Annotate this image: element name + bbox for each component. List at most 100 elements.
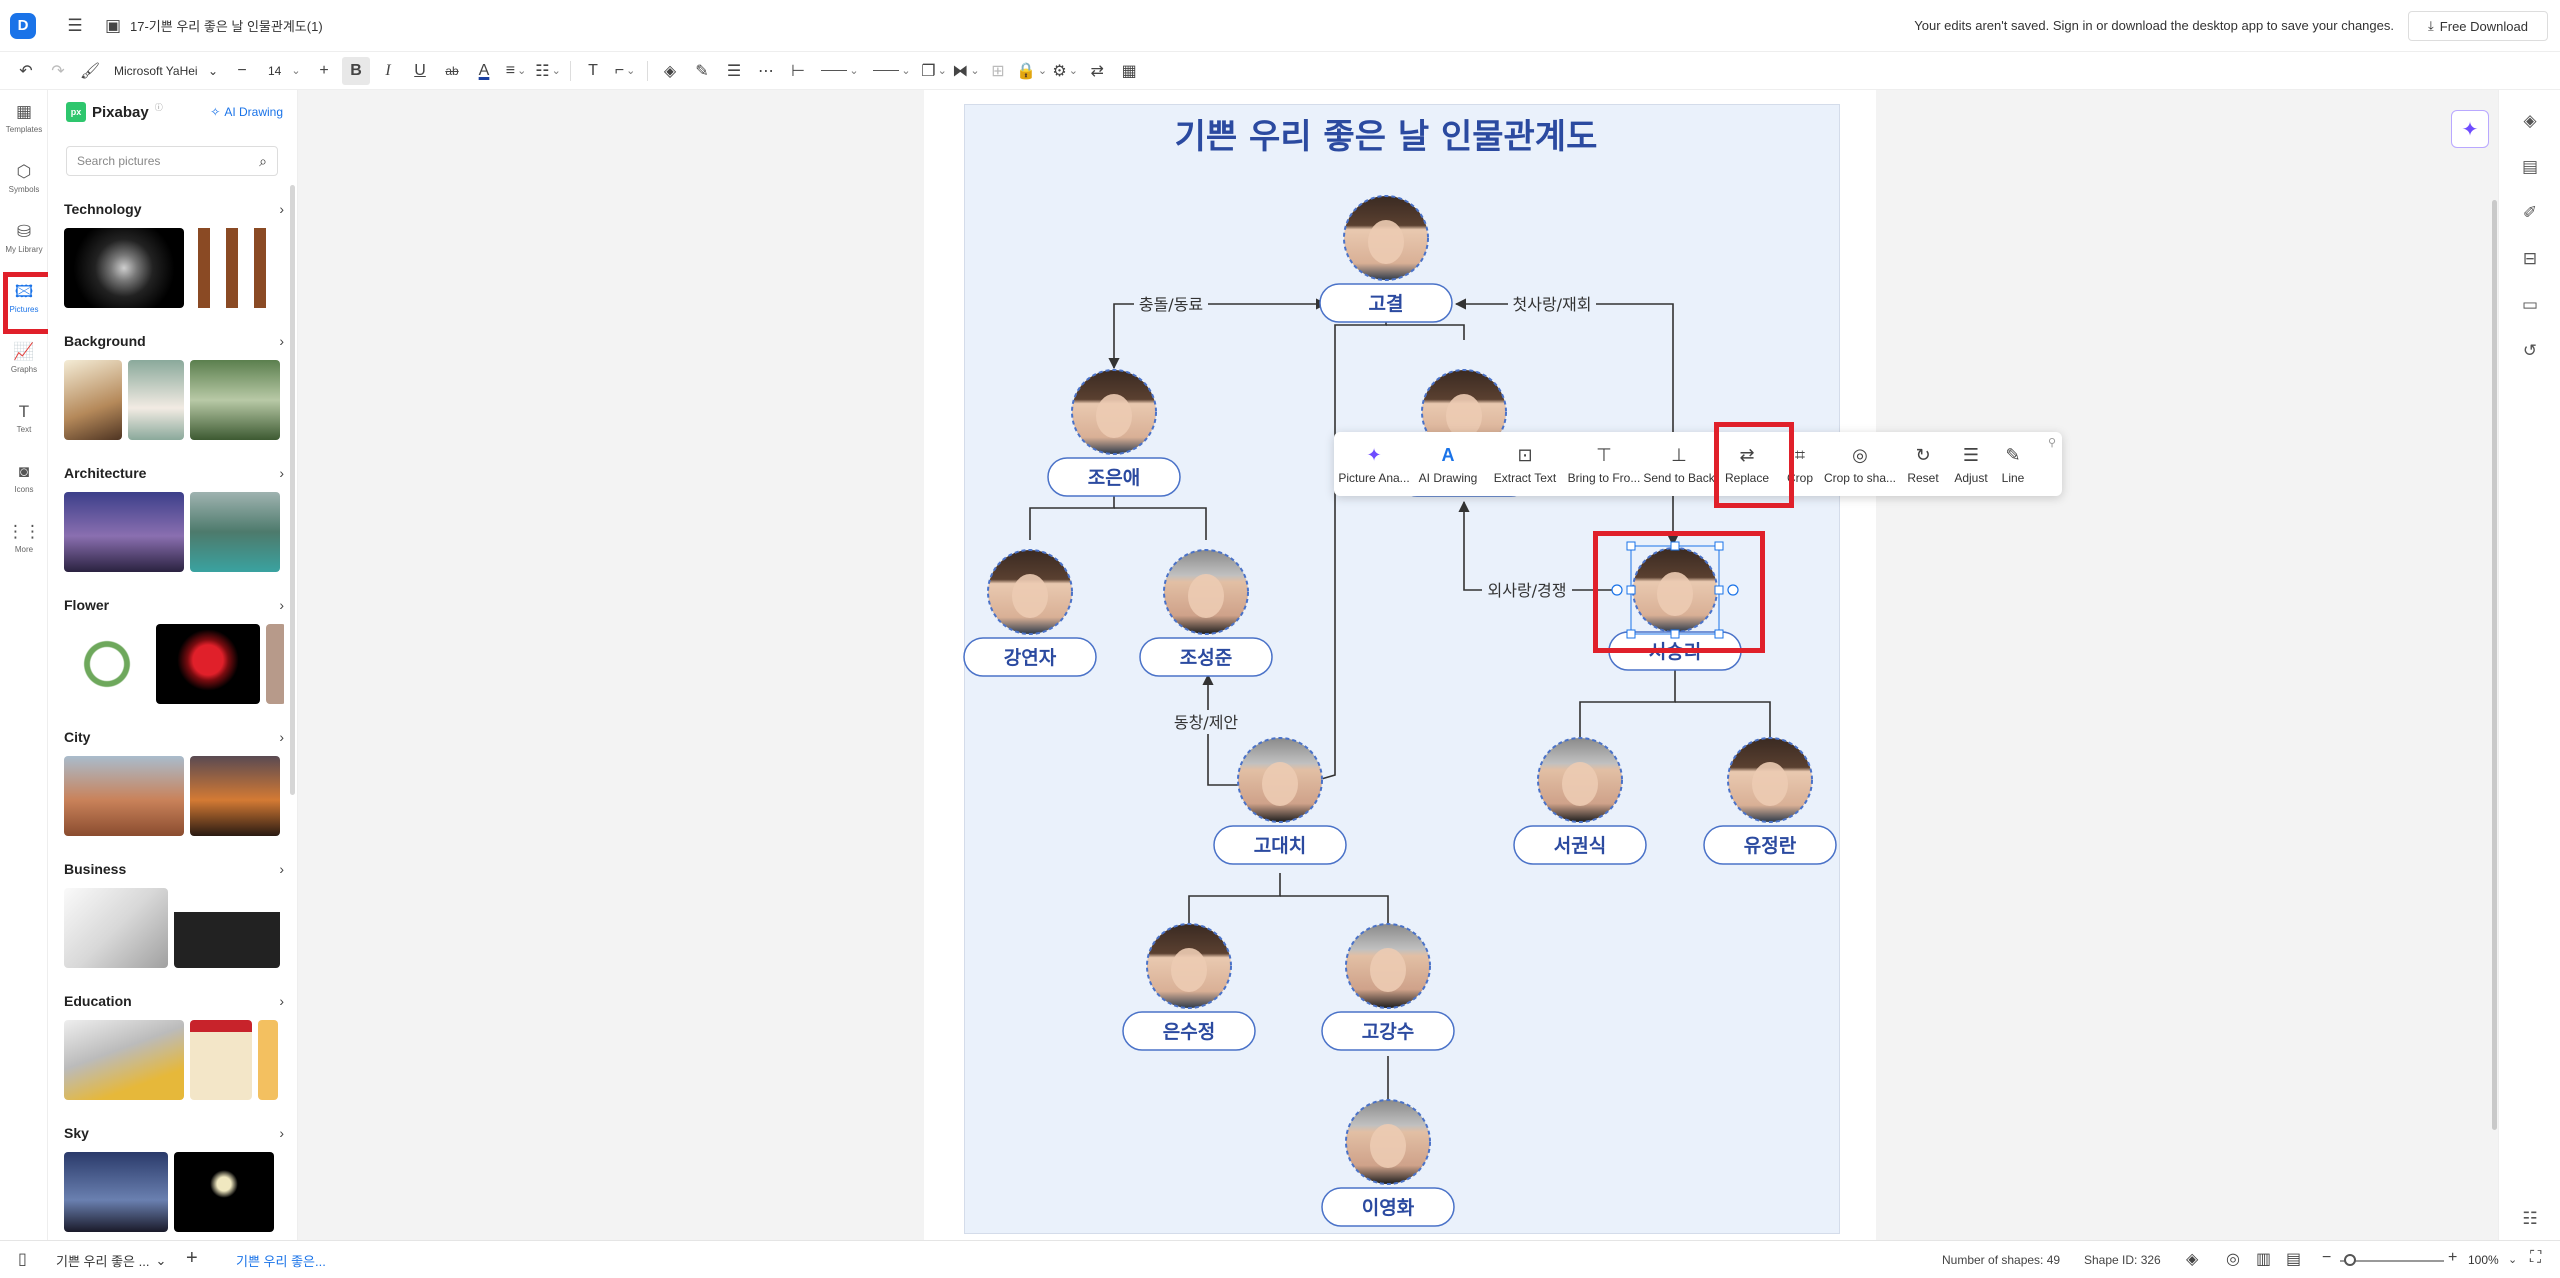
bold-icon[interactable]: B xyxy=(342,56,370,85)
person-node-gogangsu[interactable]: 고강수 xyxy=(1321,923,1455,1051)
strikethrough-icon[interactable]: ab xyxy=(445,63,459,78)
flip-icon[interactable]: ⧓ xyxy=(952,57,980,85)
settings-sliders-icon[interactable]: ☷ xyxy=(2522,1209,2538,1228)
person-node-gangyeonja[interactable]: 강연자 xyxy=(963,549,1097,677)
canvas-area[interactable]: 기쁜 우리 좋은 날 인물관계도 충돌/동료 첫사랑/재회 외사랑/경쟁 동창/ xyxy=(298,90,2498,1240)
picture-thumbnail[interactable] xyxy=(190,492,280,572)
italic-icon[interactable]: I xyxy=(385,61,391,79)
font-size-select[interactable]: 14 ⌄ xyxy=(260,58,306,84)
rail-templates[interactable]: ▦ Templates xyxy=(0,90,48,146)
search-pictures-input[interactable] xyxy=(77,154,260,168)
resize-handle[interactable] xyxy=(1670,629,1680,639)
lock-icon[interactable]: 🔒 xyxy=(1016,57,1047,85)
name-label-box[interactable] xyxy=(1513,825,1647,865)
category-header[interactable]: Sky › xyxy=(64,1122,284,1144)
picture-thumbnail[interactable] xyxy=(174,888,280,968)
chevron-right-icon[interactable]: › xyxy=(279,201,284,217)
picture-thumbnail[interactable] xyxy=(64,888,168,968)
name-label-box[interactable] xyxy=(963,637,1097,677)
shadow-icon[interactable]: ❐ xyxy=(920,57,948,85)
menu-icon[interactable]: ☰ xyxy=(67,15,83,35)
send-to-back-button[interactable]: ⊥ Send to Back xyxy=(1644,436,1714,492)
line-button[interactable]: ✎ Line xyxy=(1996,436,2030,492)
undo-icon[interactable]: ↶ xyxy=(19,62,33,80)
connector-seoseungri-yujeongran[interactable] xyxy=(1675,701,1771,740)
name-label-box[interactable] xyxy=(1047,457,1181,497)
person-node-joseongjun[interactable]: 조성준 xyxy=(1139,549,1273,677)
zoom-slider-handle[interactable] xyxy=(2344,1254,2356,1266)
document-title[interactable]: 17-기쁜 우리 좋은 날 인물관계도(1) xyxy=(130,19,323,34)
line-weight-icon[interactable]: ☰ xyxy=(726,62,742,80)
name-label-box[interactable] xyxy=(1122,1011,1256,1051)
person-name[interactable]: 강연자 xyxy=(1004,647,1057,669)
name-label-box[interactable] xyxy=(1321,1011,1455,1051)
name-label-box[interactable] xyxy=(1321,1187,1455,1227)
connector-gogyeol-godaechi[interactable] xyxy=(1296,312,1387,786)
person-node-gogyeol[interactable]: 고결 xyxy=(1319,195,1453,323)
group-icon[interactable]: ⊞ xyxy=(991,62,1005,80)
connector-icon[interactable]: ⌐ xyxy=(611,57,639,85)
zoom-in-icon[interactable]: + xyxy=(2448,1249,2458,1266)
pin-icon[interactable]: ⚲ xyxy=(2047,437,2056,449)
resize-handle[interactable] xyxy=(1714,629,1724,639)
chevron-right-icon[interactable]: › xyxy=(279,1125,284,1141)
dash-style-icon[interactable]: ⋯ xyxy=(758,62,774,80)
zoom-slider[interactable] xyxy=(2340,1260,2444,1262)
resize-handle[interactable] xyxy=(1626,541,1636,551)
ai-drawing-link[interactable]: ✧ AI Drawing xyxy=(210,105,283,119)
picture-thumbnail[interactable] xyxy=(64,1152,168,1232)
begin-arrow-select[interactable] xyxy=(816,58,864,84)
person-name[interactable]: 고강수 xyxy=(1362,1021,1414,1043)
replace-image-icon[interactable]: ⇄ xyxy=(1090,62,1104,80)
diagram-title[interactable]: 기쁜 우리 좋은 날 인물관계도 xyxy=(1175,117,1598,157)
free-download-button[interactable]: ⤓ Free Download xyxy=(2408,11,2548,41)
picture-thumbnail[interactable] xyxy=(190,360,280,440)
focus-icon[interactable]: ◎ xyxy=(2226,1251,2240,1268)
adjust-button[interactable]: ☰ Adjust xyxy=(1946,436,1996,492)
extract-text-button[interactable]: ⊡ Extract Text xyxy=(1486,436,1564,492)
resize-handle[interactable] xyxy=(1626,585,1636,595)
book-icon[interactable]: ▤ xyxy=(2286,1251,2302,1268)
page-setup-icon[interactable]: ▭ xyxy=(2521,295,2539,314)
chevron-right-icon[interactable]: › xyxy=(279,333,284,349)
chevron-right-icon[interactable]: › xyxy=(279,729,284,745)
picture-thumbnail[interactable] xyxy=(64,1020,184,1100)
category-header[interactable]: Education › xyxy=(64,990,284,1012)
relation-label-chungdol[interactable]: 충돌/동료 xyxy=(1139,295,1203,314)
person-name[interactable]: 고대치 xyxy=(1254,835,1306,857)
picture-thumbnail[interactable] xyxy=(64,228,184,308)
info-icon[interactable]: ⓘ xyxy=(154,102,163,112)
replace-button[interactable]: ⇄ Replace xyxy=(1714,436,1780,492)
resize-handle[interactable] xyxy=(1714,585,1724,595)
person-name[interactable]: 서권식 xyxy=(1554,835,1606,857)
search-pictures-box[interactable]: ⌕ xyxy=(66,146,278,176)
crop-to-shape-button[interactable]: ◎ Crop to sha... xyxy=(1820,436,1900,492)
rail-icons[interactable]: ◙ Icons xyxy=(0,450,48,506)
table-icon[interactable]: ▦ xyxy=(1121,62,1137,80)
picture-thumbnail[interactable] xyxy=(64,492,184,572)
chevron-down-icon[interactable]: ⌄ xyxy=(2508,1254,2518,1266)
person-node-seogwonsik[interactable]: 서권식 xyxy=(1513,737,1647,865)
fill-panel-icon[interactable]: ◈ xyxy=(2523,111,2537,130)
picture-thumbnail[interactable] xyxy=(190,228,280,308)
category-header[interactable]: Architecture › xyxy=(64,462,284,484)
connector-joeunae-joseongjun[interactable] xyxy=(1114,507,1207,540)
relation-label-dongchang[interactable]: 동창/제안 xyxy=(1174,713,1239,732)
app-logo[interactable]: D xyxy=(10,12,36,39)
picture-thumbnail[interactable] xyxy=(156,624,260,704)
name-label-box[interactable] xyxy=(1703,825,1837,865)
image-adjust-icon[interactable]: ⚙ xyxy=(1051,57,1079,85)
rail-symbols[interactable]: ⬡ Symbols xyxy=(0,150,48,206)
connector-chungdol[interactable] xyxy=(1108,298,1328,370)
panel-scrollbar[interactable] xyxy=(290,185,295,795)
category-header[interactable]: Background › xyxy=(64,330,284,352)
chevron-right-icon[interactable]: › xyxy=(279,861,284,877)
category-header[interactable]: Business › xyxy=(64,858,284,880)
person-node-joeunae[interactable]: 조은애 xyxy=(1047,369,1181,497)
picture-thumbnail[interactable] xyxy=(64,360,122,440)
ai-drawing-button[interactable]: A AI Drawing xyxy=(1410,436,1486,492)
style-panel-icon[interactable]: ✐ xyxy=(2522,203,2538,222)
redo-icon[interactable]: ↷ xyxy=(51,62,65,80)
line-color-icon[interactable]: ✎ xyxy=(695,62,709,80)
picture-thumbnail[interactable] xyxy=(64,756,184,836)
